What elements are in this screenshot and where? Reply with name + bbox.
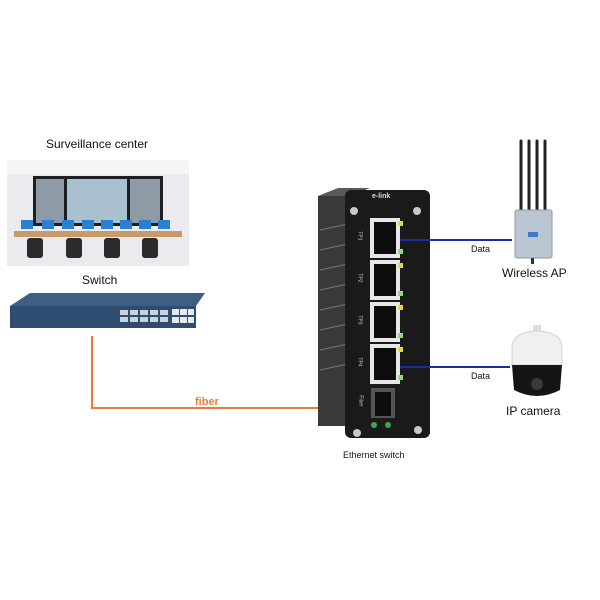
ethernet-switch-label: Ethernet switch: [343, 450, 405, 460]
wireless-ap-label: Wireless AP: [502, 266, 567, 280]
fiber-link-line: [91, 336, 330, 409]
port-label-tp4: TP4: [356, 357, 363, 367]
ip-camera-image: [511, 325, 563, 396]
data-link-camera-label: Data: [471, 371, 491, 381]
ip-camera-label: IP camera: [506, 404, 561, 418]
fiber-link-label: fiber: [195, 396, 219, 408]
surveillance-center-image: [7, 160, 189, 266]
ethernet-switch-brand: e-link: [372, 193, 391, 200]
port-label-tp2: TP2: [356, 273, 363, 283]
data-link-ap-label: Data: [471, 244, 491, 254]
ethernet-switch-image: [318, 188, 430, 438]
surveillance-center-label: Surveillance center: [46, 137, 149, 151]
port-label-tp3: TP3: [356, 315, 363, 325]
wireless-ap-image: [514, 139, 553, 264]
rack-switch-image: [10, 293, 205, 328]
fiber-port-label: Fiber: [357, 395, 364, 407]
switch-label: Switch: [82, 273, 118, 287]
port-label-tp1: TP1: [356, 231, 363, 241]
